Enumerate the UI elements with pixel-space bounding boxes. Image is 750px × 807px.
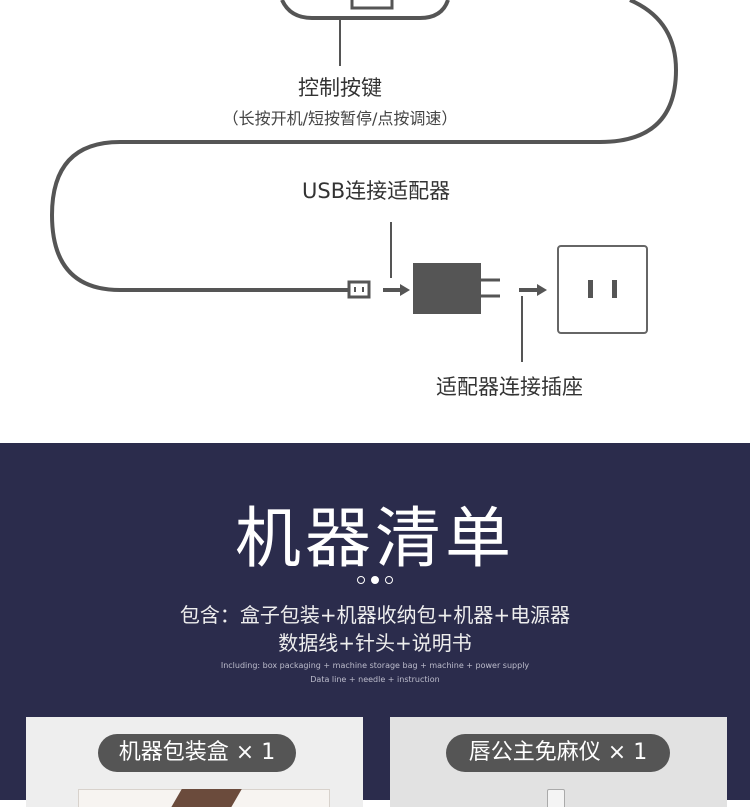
- section-title: 机器清单: [235, 500, 515, 577]
- item-label: 唇公主免麻仪 × 1: [446, 734, 670, 772]
- english-line-1: Including: box packaging + machine stora…: [220, 661, 530, 670]
- control-button-instructions: （长按开机/短按暂停/点按调速）: [222, 109, 458, 128]
- english-line-2: Data line + needle + instruction: [310, 675, 440, 684]
- device-image: [547, 789, 565, 807]
- usb-plug-icon: [347, 280, 371, 299]
- usb-cable: [49, 0, 679, 292]
- device-outline: [280, 0, 450, 20]
- box-stripe-decoration: [170, 789, 242, 807]
- adapter-socket-label: 适配器连接插座: [436, 375, 583, 399]
- title-dots-decoration: [0, 575, 750, 586]
- adapter-icon: [413, 263, 481, 314]
- item-card-box: 机器包装盒 × 1: [26, 717, 363, 807]
- wall-socket-icon: [557, 245, 648, 334]
- item-label: 机器包装盒 × 1: [98, 734, 296, 772]
- item-card-device: 唇公主免麻仪 × 1: [390, 717, 727, 807]
- contents-line-1: 包含：盒子包装+机器收纳包+机器+电源器: [179, 603, 571, 627]
- device-button: [350, 0, 394, 10]
- usage-diagram-section: 控制按键 （长按开机/短按暂停/点按调速） USB连接适配器 适配器连接插座: [49, 0, 679, 399]
- connection-diagram: [49, 0, 679, 362]
- contents-line-2: 数据线+针头+说明书: [278, 631, 472, 655]
- machine-list-section: 机器清单 包含：盒子包装+机器收纳包+机器+电源器 数据线+针头+说明书 Inc…: [0, 443, 750, 807]
- control-button-label: 控制按键: [298, 76, 382, 100]
- usb-adapter-label: USB连接适配器: [302, 179, 451, 203]
